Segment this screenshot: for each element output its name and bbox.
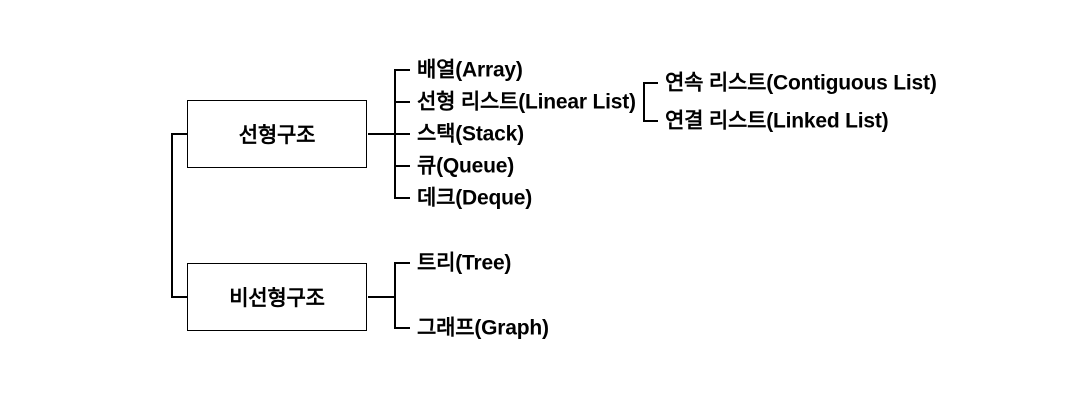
nonlinear-branch-connector xyxy=(368,296,395,298)
branch-tick xyxy=(643,82,658,84)
branch-tick xyxy=(394,101,410,103)
linear-structure-box: 선형구조 xyxy=(187,100,367,168)
linear-branch-connector xyxy=(368,133,395,135)
sublist-bracket xyxy=(643,82,645,122)
left-bracket-bottom-stub xyxy=(171,296,187,298)
branch-tick xyxy=(394,165,410,167)
branch-item-linear-list: 선형 리스트(Linear List) xyxy=(417,90,636,114)
branch-item-linked-list: 연결 리스트(Linked List) xyxy=(665,109,889,133)
branch-tick xyxy=(394,262,410,264)
branch-item-tree: 트리(Tree) xyxy=(417,251,512,275)
left-bracket-top-stub xyxy=(171,133,187,135)
branch-item-array: 배열(Array) xyxy=(417,58,523,82)
nonlinear-structure-box: 비선형구조 xyxy=(187,263,367,331)
left-bracket-vertical-line xyxy=(171,133,173,298)
nonlinear-structure-label: 비선형구조 xyxy=(229,287,325,310)
nonlinear-branch-bracket xyxy=(394,262,396,329)
branch-item-graph: 그래프(Graph) xyxy=(417,316,549,340)
branch-item-stack: 스택(Stack) xyxy=(417,122,524,146)
branch-tick xyxy=(394,197,410,199)
branch-item-deque: 데크(Deque) xyxy=(417,186,533,210)
branch-item-linear-list-row: 선형 리스트(Linear List) xyxy=(417,92,643,113)
branch-item-queue: 큐(Queue) xyxy=(417,154,515,178)
branch-tick xyxy=(394,133,410,135)
branch-item-contiguous-list: 연속 리스트(Contiguous List) xyxy=(665,71,937,95)
linear-structure-label: 선형구조 xyxy=(238,124,316,147)
branch-tick xyxy=(643,120,658,122)
branch-tick xyxy=(394,327,410,329)
branch-tick xyxy=(394,69,410,71)
